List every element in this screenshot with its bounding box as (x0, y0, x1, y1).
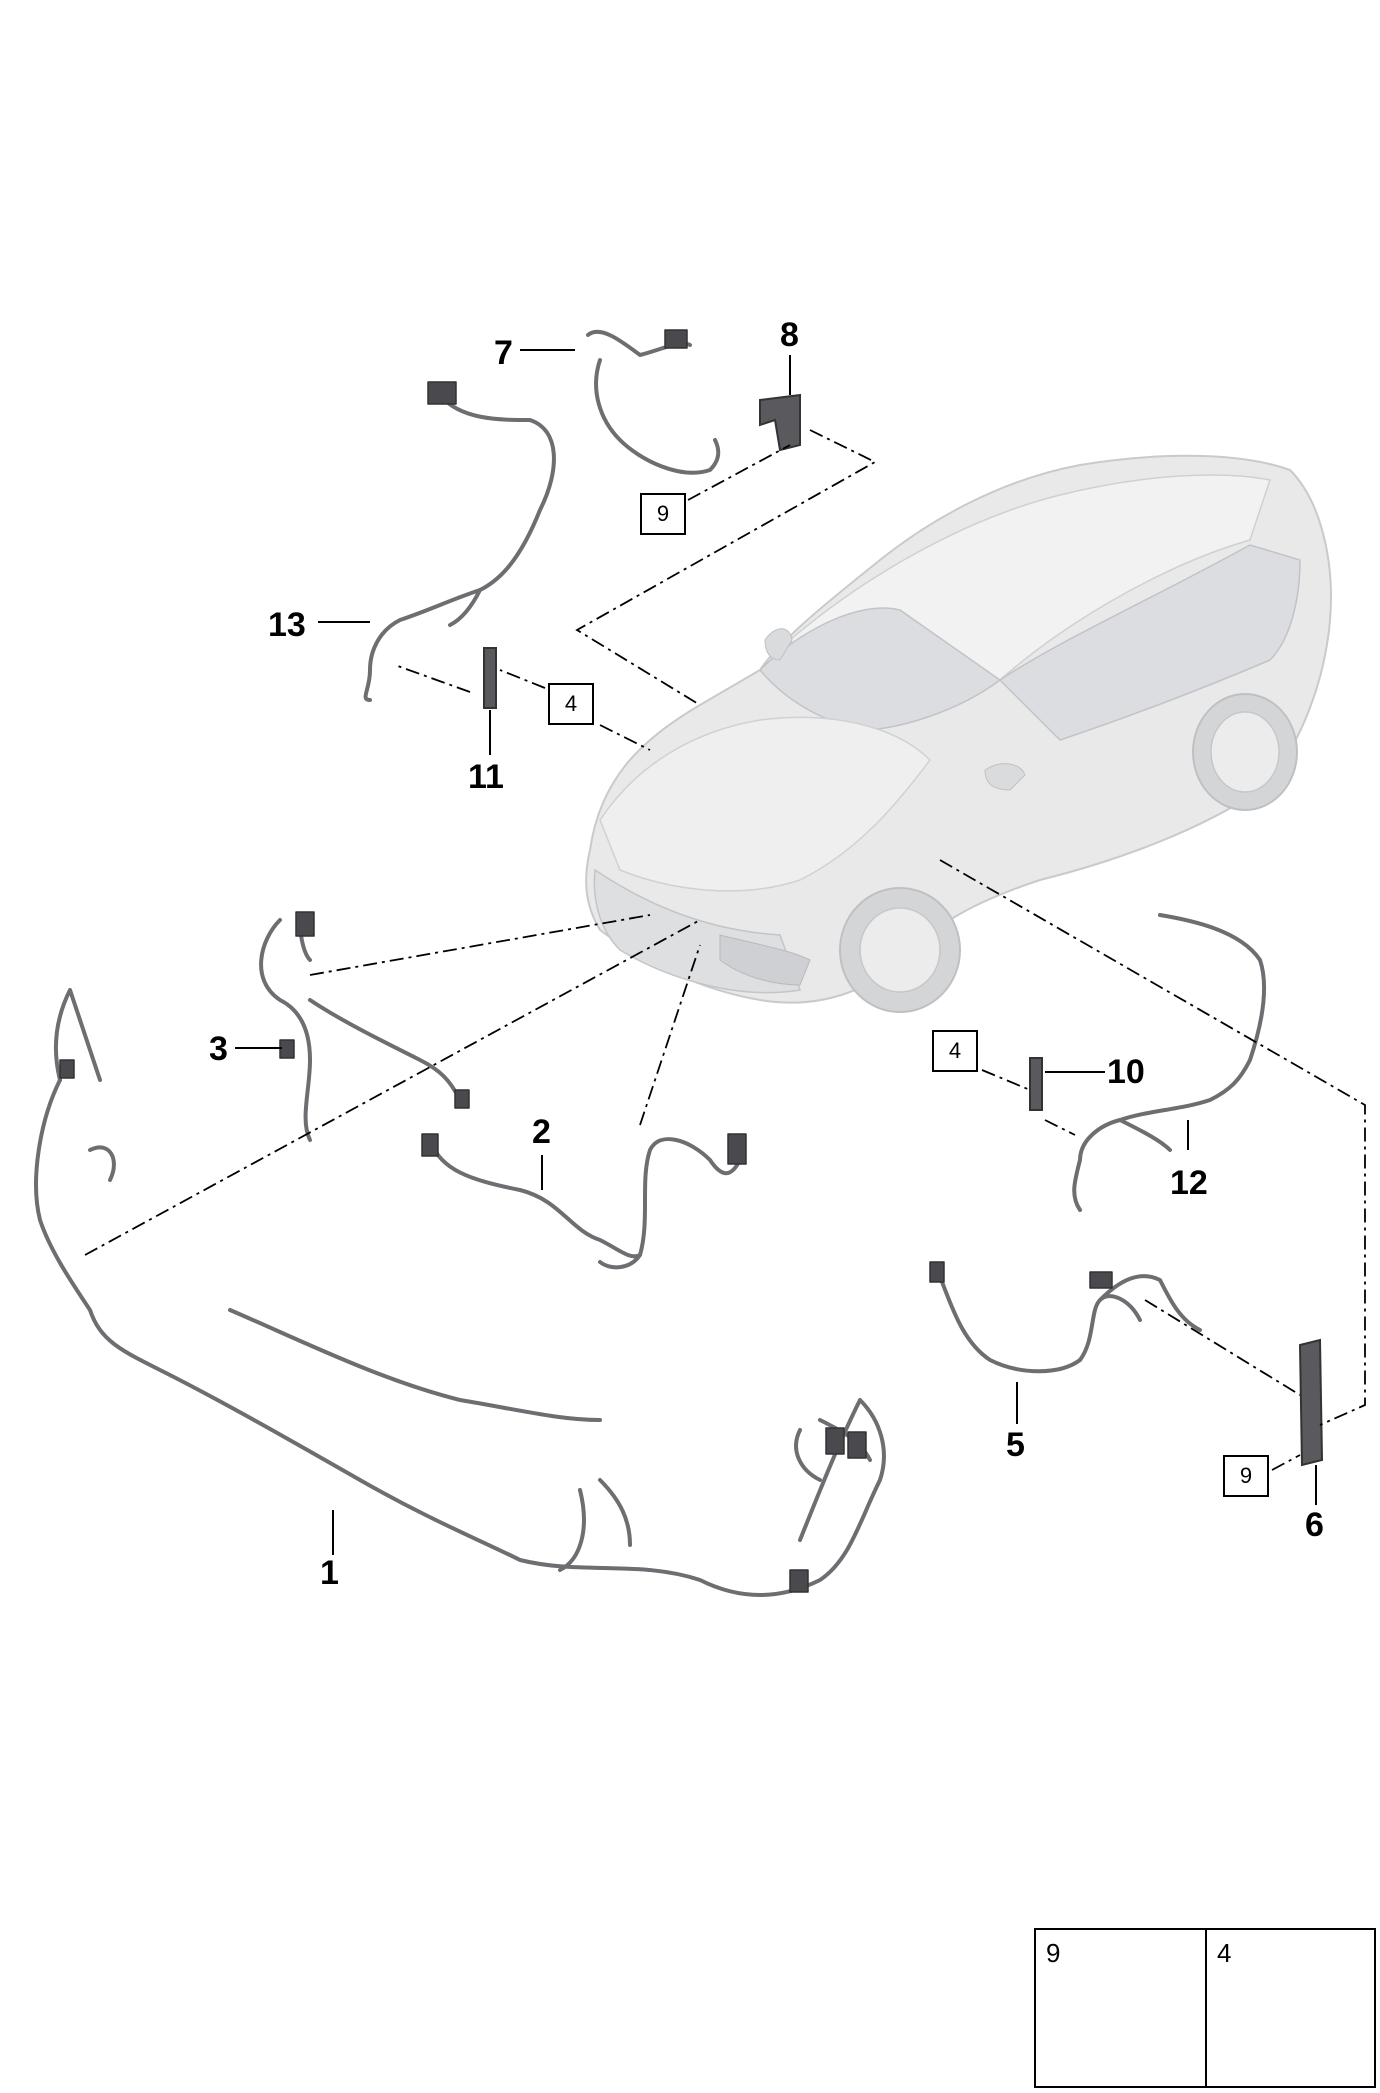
leader-lines (235, 349, 1317, 1555)
box-ref-4-right: 4 (932, 1030, 978, 1072)
bracket-group (483, 393, 1324, 1467)
harness-part-3-connector-c (454, 1089, 470, 1109)
dashline-3-to-car (309, 914, 651, 976)
harness-part-1-connector-c (789, 1569, 809, 1593)
dashline-5-to-6 (1144, 1299, 1301, 1396)
harness-part-1-connector-d (59, 1059, 75, 1079)
front-wheel-rim (859, 907, 941, 993)
box-ref-4-mid: 4 (548, 683, 594, 725)
vehicle-illustration (585, 454, 1332, 1013)
harness-part-1-connector-b (847, 1431, 867, 1459)
car-side-windows (998, 544, 1301, 741)
callout-13: 13 (268, 606, 306, 644)
callout-8: 8 (780, 316, 799, 354)
mirror-left (764, 628, 793, 661)
rear-wheel-rim (1210, 711, 1280, 793)
callout-2: 2 (532, 1113, 551, 1151)
car-windshield (758, 607, 1002, 731)
callout-12: 12 (1170, 1164, 1208, 1202)
dashline-4right (981, 1069, 1076, 1136)
harness-part-1-branch-a (53, 988, 116, 1182)
box-ref-9-right: 9 (1223, 1455, 1269, 1497)
harness-part-7-connector (664, 329, 688, 349)
harness-part-13-connector (427, 381, 457, 405)
callout-5: 5 (1006, 1426, 1025, 1464)
callout-11: 11 (468, 758, 504, 796)
box-ref-9-top: 9 (640, 493, 686, 535)
harness-group (34, 329, 1267, 1597)
dashline-2-to-car (639, 944, 701, 1126)
harness-part-3-connector-b (279, 1039, 295, 1059)
dash-dot-lines (84, 429, 1366, 1471)
legend-cell-cable-tie: 4 (1205, 1930, 1374, 2086)
harness-part-2-connector-a (421, 1133, 439, 1157)
harness-part-1-connector-a (825, 1427, 845, 1455)
harness-part-2 (428, 1137, 742, 1270)
harness-part-1-branch-b (228, 1308, 602, 1422)
bracket-part-8 (759, 393, 801, 452)
dashline-9top-to-8 (687, 444, 791, 501)
harness-part-1-branch-c (558, 1478, 632, 1572)
mirror (984, 763, 1026, 791)
harness-part-12 (1072, 913, 1267, 1212)
harness-part-7 (586, 329, 721, 475)
hardware-legend: 9 4 (1034, 1928, 1376, 2088)
dashline-car-to-6 (939, 859, 1366, 1426)
callout-6: 6 (1305, 1506, 1324, 1544)
dashline-8-to-car (575, 429, 877, 706)
legend-cell-bolt: 9 (1036, 1930, 1205, 2086)
dashline-1-to-car (84, 919, 701, 1256)
bracket-part-6 (1298, 1338, 1324, 1467)
harness-part-3-connector-a (295, 911, 315, 937)
car-headlight (719, 934, 811, 986)
callout-3: 3 (209, 1030, 228, 1068)
harness-part-2-connector-b (727, 1133, 747, 1165)
harness-part-5 (936, 1270, 1202, 1374)
harness-part-1-main (34, 1078, 886, 1597)
harness-part-13 (363, 393, 556, 702)
legend-number-4: 4 (1217, 1938, 1232, 1968)
callout-1: 1 (320, 1554, 339, 1592)
bracket-part-10 (1029, 1057, 1043, 1111)
harness-part-3 (259, 918, 462, 1142)
dashline-4mid (394, 664, 651, 751)
callout-10: 10 (1107, 1053, 1145, 1091)
legend-number-9: 9 (1046, 1938, 1061, 1968)
dashline-9right (1271, 1454, 1301, 1471)
harness-part-5-connector-a (929, 1261, 945, 1283)
bracket-part-11 (483, 647, 497, 709)
car-hood (599, 716, 931, 892)
harness-part-5-connector-b (1089, 1271, 1113, 1289)
callout-7: 7 (494, 334, 513, 372)
